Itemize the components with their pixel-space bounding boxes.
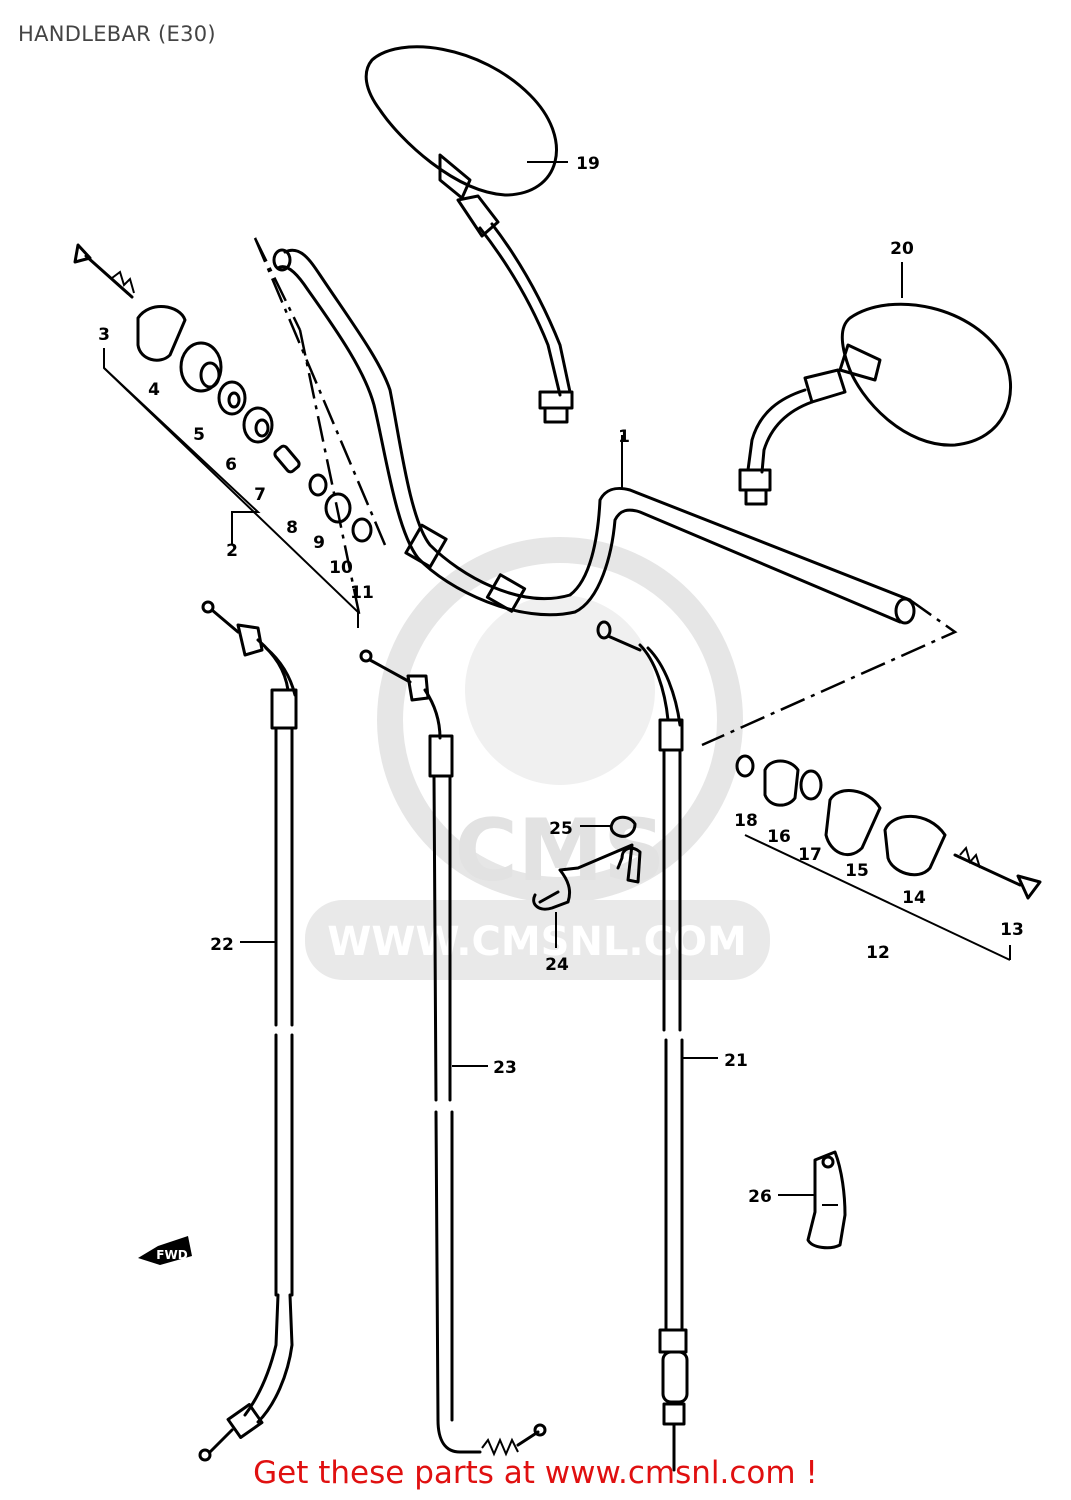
callout-21: 21 [724, 1051, 748, 1071]
callout-16: 16 [767, 827, 791, 847]
front-direction-arrow: FWD [138, 1236, 192, 1265]
callout-24: 24 [545, 955, 569, 975]
leader-lines [240, 161, 903, 1196]
handlebar [272, 248, 916, 625]
clip-25 [609, 815, 637, 838]
watermark-url: WWW.CMSNL.COM [327, 919, 747, 965]
callout-13: 13 [1000, 920, 1024, 940]
callout-20: 20 [890, 239, 914, 259]
cable-21 [596, 620, 689, 1472]
callout-25: 25 [549, 819, 573, 839]
callout-14: 14 [902, 888, 926, 908]
cable-guide-24 [532, 843, 642, 911]
callout-2: 2 [226, 541, 238, 561]
callout-labels: 1 2 3 4 5 6 7 8 9 10 11 12 13 14 15 16 1… [98, 154, 1024, 1207]
bracket-26 [806, 1150, 847, 1250]
right-grip-guide [701, 598, 958, 747]
callout-15: 15 [845, 861, 869, 881]
mirror-left [364, 45, 574, 424]
callout-22: 22 [210, 935, 234, 955]
left-grip-guide [253, 237, 387, 619]
callout-26: 26 [748, 1187, 772, 1207]
callout-19: 19 [576, 154, 600, 174]
callout-8: 8 [286, 518, 298, 538]
callout-1: 1 [618, 427, 630, 447]
right-grip-assembly [735, 754, 1042, 961]
diagram-title: HANDLEBAR (E30) [18, 22, 216, 46]
get-parts-link[interactable]: Get these parts at www.cmsnl.com ! [253, 1455, 818, 1491]
callout-6: 6 [225, 455, 237, 475]
cable-22 [198, 600, 298, 1462]
callout-9: 9 [313, 533, 325, 553]
callout-18: 18 [734, 811, 758, 831]
watermark-logo: CMS [455, 801, 666, 901]
svg-text:FWD: FWD [156, 1248, 187, 1262]
left-grip-assembly [73, 243, 373, 628]
mirror-right [738, 302, 1013, 506]
cable-23 [359, 649, 547, 1457]
callout-7: 7 [254, 485, 266, 505]
callout-10: 10 [329, 558, 353, 578]
callout-17: 17 [798, 845, 822, 865]
callout-5: 5 [193, 425, 205, 445]
callout-11: 11 [350, 583, 374, 603]
callout-4: 4 [148, 380, 160, 400]
callout-23: 23 [493, 1058, 517, 1078]
callout-3: 3 [98, 325, 110, 345]
callout-12: 12 [866, 943, 890, 963]
